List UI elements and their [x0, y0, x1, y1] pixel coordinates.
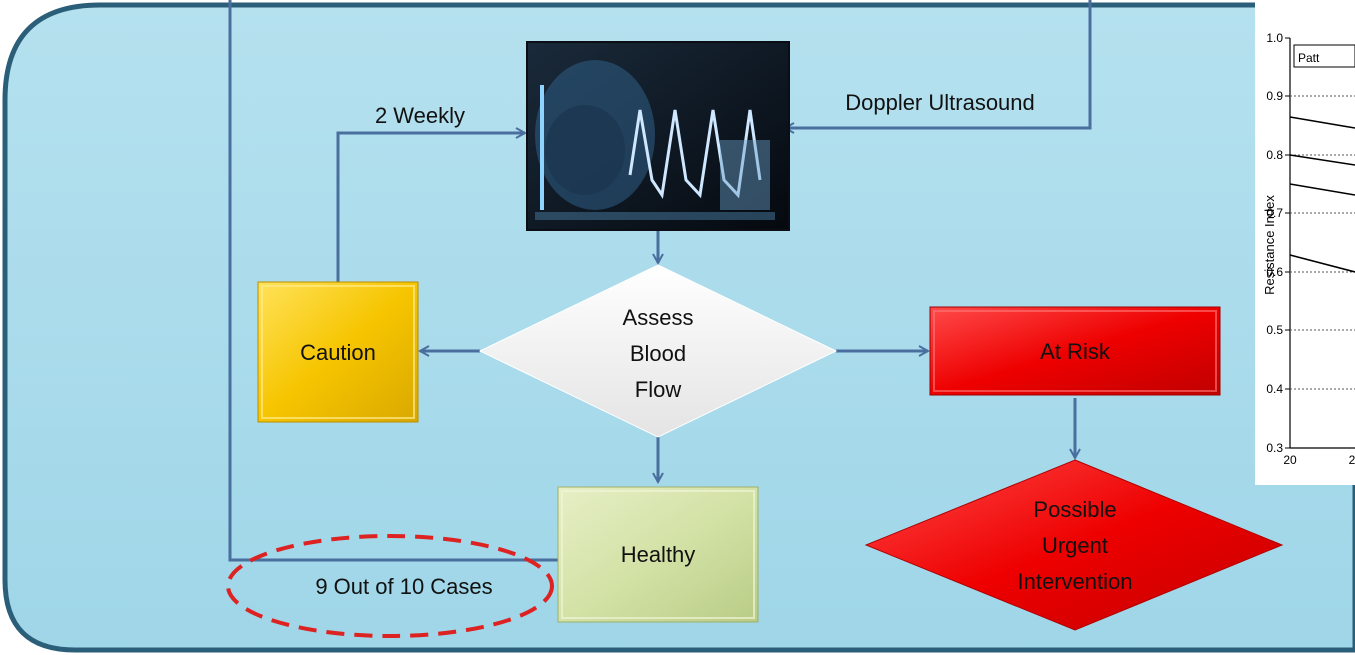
chart-y-axis-label: Resistance Index: [1262, 195, 1277, 295]
cases-callout-ellipse: [226, 534, 554, 638]
assess-label-line1: Assess: [623, 305, 694, 330]
y-tick-label: 0.9: [1266, 89, 1283, 103]
doppler-ultrasound-label: Doppler Ultrasound: [845, 90, 1035, 115]
x-tick-label: 2: [1349, 453, 1355, 467]
connector-healthy-loop: [228, 0, 1092, 562]
urgent-label-line2: Urgent: [1042, 533, 1108, 558]
caution-label: Caution: [300, 340, 376, 365]
assess-blood-flow-node: Assess Blood Flow: [478, 264, 838, 438]
y-tick-label: 0.5: [1266, 323, 1283, 337]
assess-label-line2: Blood: [630, 341, 686, 366]
y-tick-label: 0.7: [1266, 206, 1283, 220]
at-risk-node: At Risk: [929, 306, 1221, 396]
y-tick-label: 1.0: [1266, 31, 1283, 45]
healthy-node: Healthy: [557, 486, 759, 623]
y-tick-label: 0.6: [1266, 265, 1283, 279]
cases-label: 9 Out of 10 Cases: [315, 574, 492, 599]
caution-node: Caution: [257, 281, 419, 423]
y-tick-label: 0.4: [1266, 382, 1283, 396]
urgent-intervention-node: Possible Urgent Intervention: [864, 459, 1284, 631]
two-weekly-label: 2 Weekly: [375, 103, 465, 128]
healthy-label: Healthy: [621, 542, 696, 567]
urgent-label-line3: Intervention: [1018, 569, 1133, 594]
doppler-ultrasound-image: [526, 41, 790, 231]
assess-label-line3: Flow: [635, 377, 682, 402]
y-tick-label: 0.8: [1266, 148, 1283, 162]
resistance-index-chart: Patt 1.0 0.9 0.8 0.7 0.6 0.5 0: [1255, 0, 1355, 485]
x-tick-label: 20: [1283, 453, 1297, 467]
at-risk-label: At Risk: [1040, 339, 1111, 364]
chart-legend-label: Patt: [1298, 51, 1320, 65]
urgent-label-line1: Possible: [1033, 497, 1116, 522]
y-tick-label: 0.3: [1266, 441, 1283, 455]
